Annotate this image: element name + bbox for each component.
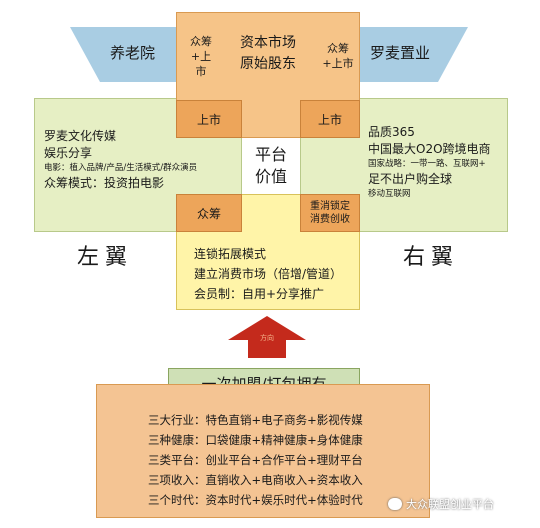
- join-list-item: 三大行业：特色直销+电子商务+影视传媒: [148, 413, 363, 427]
- join-list-block: [96, 384, 430, 518]
- left-wing-label: 左翼: [76, 245, 133, 270]
- right-wing-line2: 中国最大O2O跨境电商: [368, 142, 491, 156]
- right-wing-label: 右翼: [402, 245, 459, 270]
- redeploy-box: 重消锁定 消费创收: [300, 194, 360, 232]
- crowdfund-right-line1: 众筹: [327, 42, 349, 55]
- capital-market-text: 资本市场 原始股东: [212, 30, 324, 78]
- arrow-label: 方向: [260, 334, 274, 342]
- redeploy-line2: 消费创收: [310, 214, 350, 225]
- left-wing-line2: 娱乐分享: [44, 146, 93, 160]
- platform-value-line2: 价值: [254, 167, 287, 186]
- right-wing-line4: 足不出户购全球: [368, 172, 453, 186]
- chain-expansion-line2: 建立消费市场（倍增/管道）: [194, 267, 343, 281]
- up-arrow-icon: [228, 316, 306, 358]
- crowdfund-small-box: 众筹: [176, 194, 242, 232]
- left-wing-text: 罗麦文化传媒 娱乐分享 电影：植入品牌/产品/生活模式/群众演员 众筹模式：投资…: [44, 128, 240, 192]
- left-wing-line3: 电影：植入品牌/产品/生活模式/群众演员: [44, 163, 198, 173]
- watermark: 大众联盟创业平台: [388, 494, 538, 514]
- right-wing-title: 品质365: [368, 125, 415, 139]
- join-list-item: 三个时代：资本时代+娱乐时代+体验时代: [148, 493, 363, 507]
- crowdfund-right-label: 众筹 +上市: [322, 38, 354, 74]
- capital-market-line2: 原始股东: [240, 56, 296, 72]
- right-wing-line5: 移动互联网: [368, 189, 411, 199]
- chain-expansion-line3: 会员制：自用+分享推广: [194, 287, 325, 301]
- join-list: 三大行业：特色直销+电子商务+影视传媒 三种健康：口袋健康+精神健康+身体健康 …: [148, 410, 418, 510]
- crowdfund-left-label: 众筹 +上市: [186, 35, 216, 78]
- left-parallelogram-label: 养老院: [109, 43, 155, 62]
- redeploy-line1: 重消锁定: [310, 201, 350, 212]
- crowdfund-left-line2: +上市: [190, 49, 212, 78]
- capital-market-line1: 资本市场: [240, 35, 296, 51]
- listing-right-box: 上市: [300, 100, 360, 138]
- listing-left-box: 上市: [176, 100, 242, 138]
- watermark-text: 大众联盟创业平台: [406, 498, 494, 511]
- join-list-item: 三类平台：创业平台+合作平台+理财平台: [148, 453, 363, 467]
- wechat-icon: [388, 498, 402, 510]
- platform-value: 平台 价值: [242, 138, 300, 194]
- chain-expansion-text: 连锁拓展模式 建立消费市场（倍增/管道） 会员制：自用+分享推广: [194, 244, 360, 304]
- right-wing-text: 品质365 中国最大O2O跨境电商 国家战略：一带一路、互联网+ 足不出户购全球…: [368, 124, 508, 201]
- join-list-item: 三种健康：口袋健康+精神健康+身体健康: [148, 433, 363, 447]
- crowdfund-left-line1: 众筹: [190, 34, 212, 48]
- crowdfund-right-line2: +上市: [322, 57, 354, 70]
- left-wing-title: 罗麦文化传媒: [44, 129, 117, 143]
- chain-expansion-line1: 连锁拓展模式: [194, 247, 267, 261]
- left-parallelogram: [70, 27, 190, 82]
- join-list-item: 三项收入：直销收入+电商收入+资本收入: [148, 473, 363, 487]
- platform-value-line1: 平台: [254, 145, 287, 164]
- right-parallelogram-label: 罗麦置业: [369, 43, 430, 62]
- right-wing-line3: 国家战略：一带一路、互联网+: [368, 159, 486, 169]
- left-wing-line4: 众筹模式：投资拍电影: [44, 176, 165, 190]
